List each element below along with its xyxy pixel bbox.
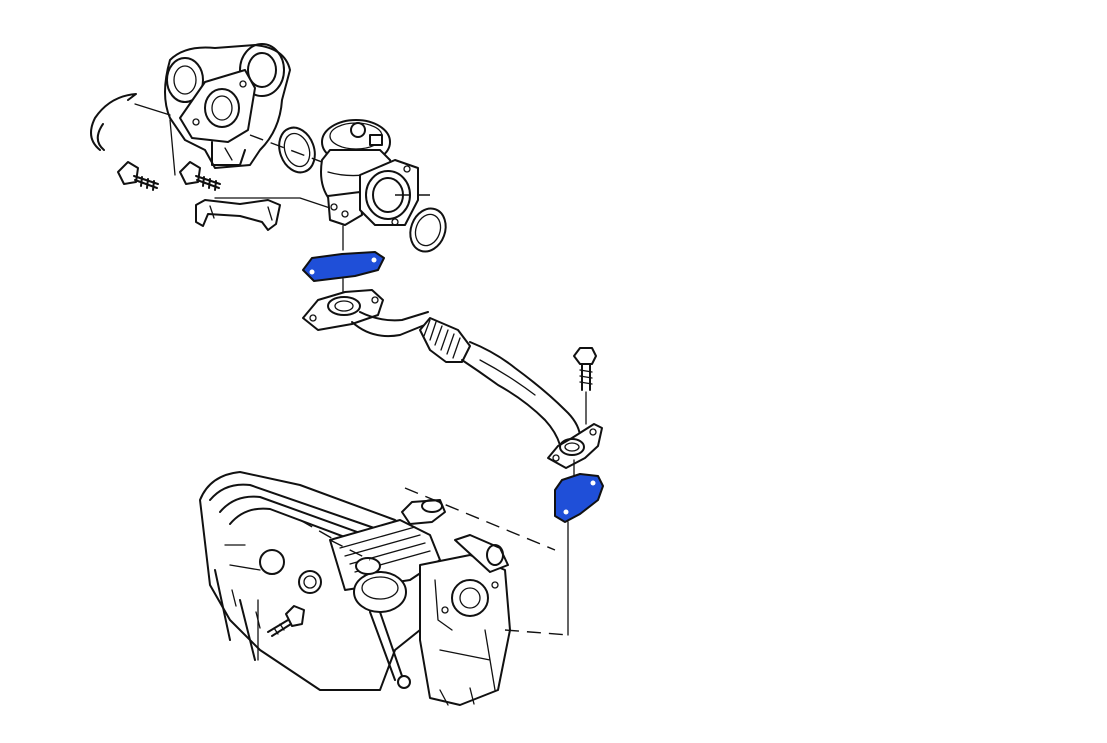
axis-upper bbox=[249, 134, 331, 166]
bolts-upper bbox=[117, 161, 221, 191]
throttle-housing bbox=[164, 43, 291, 169]
blanking-plate-upper bbox=[302, 251, 385, 282]
bracket-detail bbox=[209, 205, 273, 221]
blanking-plate-lower bbox=[554, 473, 604, 523]
axis-manifold-top bbox=[404, 487, 556, 551]
o-ring-lower bbox=[409, 207, 447, 253]
intake-manifold bbox=[199, 471, 511, 706]
leader-bolt bbox=[169, 119, 176, 176]
axis-manifold-inner bbox=[299, 519, 371, 561]
bolt-manifold bbox=[267, 605, 305, 637]
circlip bbox=[90, 93, 137, 151]
egr-valve bbox=[320, 119, 419, 226]
egr-pipe bbox=[302, 289, 603, 469]
o-ring-upper bbox=[278, 126, 316, 174]
bracket-leader bbox=[214, 197, 331, 209]
mounting-bracket bbox=[195, 199, 281, 231]
axis-manifold-right bbox=[504, 629, 569, 636]
circlip-leader bbox=[134, 103, 171, 116]
bolt-pipe bbox=[573, 347, 597, 391]
